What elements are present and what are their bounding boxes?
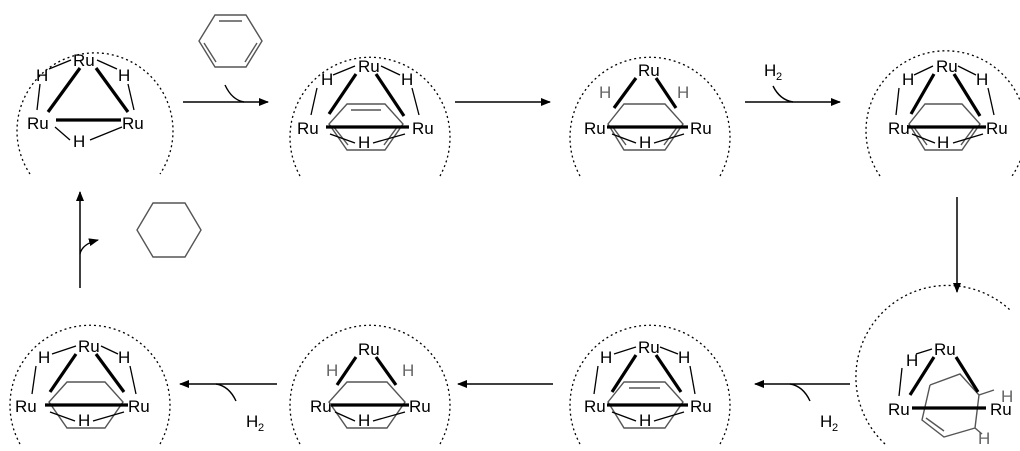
- complex-7-cyclohexyl-intermediate: Ru Ru Ru H H H: [289, 324, 451, 445]
- cyclohexadienyl-ring: [607, 103, 684, 151]
- cyclohexane-product-icon: [136, 202, 202, 258]
- ru-right-label: Ru: [986, 119, 1008, 138]
- h2-subscript: 2: [832, 422, 838, 434]
- arrow-step-3-add-h2: H 2: [745, 61, 841, 106]
- arrow-step-5-add-h2: H 2: [754, 380, 850, 434]
- ru-left-label: Ru: [888, 119, 910, 138]
- hydride-bottom-label: H: [937, 133, 949, 152]
- hydride-right-label: H: [678, 348, 690, 367]
- complex-5-cyclohexene-intermediate: Ru Ru Ru H H H: [855, 284, 1013, 448]
- cyclohexane-ring: [328, 381, 406, 429]
- benzene-ring: [328, 103, 404, 151]
- ru-left-label: Ru: [584, 119, 606, 138]
- h2-reagent-label: H: [820, 412, 832, 431]
- hydride-bottom-label: H: [358, 133, 370, 152]
- hydrogen-right-label: H: [1001, 387, 1013, 406]
- complex-1-triruthenium-trihydride: Ru Ru Ru H H H: [16, 51, 174, 175]
- complex-3-hydride-transfer: Ru Ru Ru H H H: [569, 56, 731, 177]
- h2-reagent-label: H: [764, 61, 776, 80]
- hydride-left-label: H: [38, 348, 50, 367]
- cyclohexene-ring: [921, 373, 995, 438]
- hydride-left-label: H: [902, 70, 914, 89]
- ru-top-label: Ru: [358, 57, 380, 76]
- hydride-left-label: H: [36, 66, 48, 85]
- hydrogen-left-label: H: [599, 83, 611, 102]
- ru-top-label: Ru: [358, 340, 380, 359]
- hydrogen-right-label: H: [677, 83, 689, 102]
- cyclohexene-ring: [607, 381, 684, 429]
- ru-left-label: Ru: [310, 397, 332, 416]
- arrow-step-7-add-h2: H 2: [179, 380, 277, 434]
- hydride-bottom-label: H: [358, 411, 370, 430]
- hydride-bottom-label: H: [78, 411, 90, 430]
- cyclohexadienyl-ring: [908, 103, 981, 151]
- complex-8-cyclohexane-adduct: Ru Ru Ru H H H: [9, 324, 171, 445]
- ru-left-label: Ru: [297, 119, 319, 138]
- ru-right-label: Ru: [690, 119, 712, 138]
- benzene-reagent-icon: [198, 14, 263, 68]
- h2-subscript: 2: [776, 71, 782, 83]
- h2-subscript: 2: [258, 422, 264, 434]
- ru-right-label: Ru: [412, 119, 434, 138]
- hydride-right-label: H: [118, 348, 130, 367]
- hydride-left-label: H: [600, 348, 612, 367]
- ru-right-label: Ru: [690, 397, 712, 416]
- ru-right-label: Ru: [128, 397, 150, 416]
- complex-4-dihydrogen-adduct: Ru Ru Ru H H H: [865, 50, 1020, 177]
- ru-top-label: Ru: [73, 51, 95, 70]
- arrow-step-1-add-benzene: [183, 14, 269, 106]
- complex-2-benzene-adduct: Ru Ru Ru H H H: [289, 56, 451, 177]
- hydride-bottom-label: H: [639, 133, 651, 152]
- ru-right-label: Ru: [122, 114, 144, 133]
- h2-reagent-label: H: [246, 412, 258, 431]
- hydride-right-label: H: [118, 66, 130, 85]
- ru-left-label: Ru: [888, 400, 910, 419]
- hydrogen-left-label: H: [326, 361, 338, 380]
- hydride-bottom-label: H: [73, 132, 85, 151]
- hydrogen-right-label: H: [402, 361, 414, 380]
- complex-6-cyclohexene-adduct: Ru Ru Ru H H H: [569, 324, 731, 445]
- hydride-left-label: H: [321, 70, 333, 89]
- cyclohexane-ring: [48, 381, 124, 429]
- arrow-step-8-release-cyclohexane: [76, 191, 202, 288]
- hydride-left-label: H: [906, 351, 918, 370]
- ru-top-label: Ru: [78, 337, 100, 356]
- hydride-right-label: H: [976, 70, 988, 89]
- hydride-bottom-label: H: [639, 411, 651, 430]
- hydride-right-label: H: [401, 70, 413, 89]
- ru-top-label: Ru: [936, 57, 958, 76]
- ru-top-label: Ru: [638, 61, 660, 80]
- ru-top-label: Ru: [934, 340, 956, 359]
- ru-right-label: Ru: [990, 400, 1012, 419]
- ru-left-label: Ru: [27, 114, 49, 133]
- ru-right-label: Ru: [409, 397, 431, 416]
- ru-left-label: Ru: [15, 397, 37, 416]
- ru-left-label: Ru: [584, 397, 606, 416]
- ru-top-label: Ru: [638, 338, 660, 357]
